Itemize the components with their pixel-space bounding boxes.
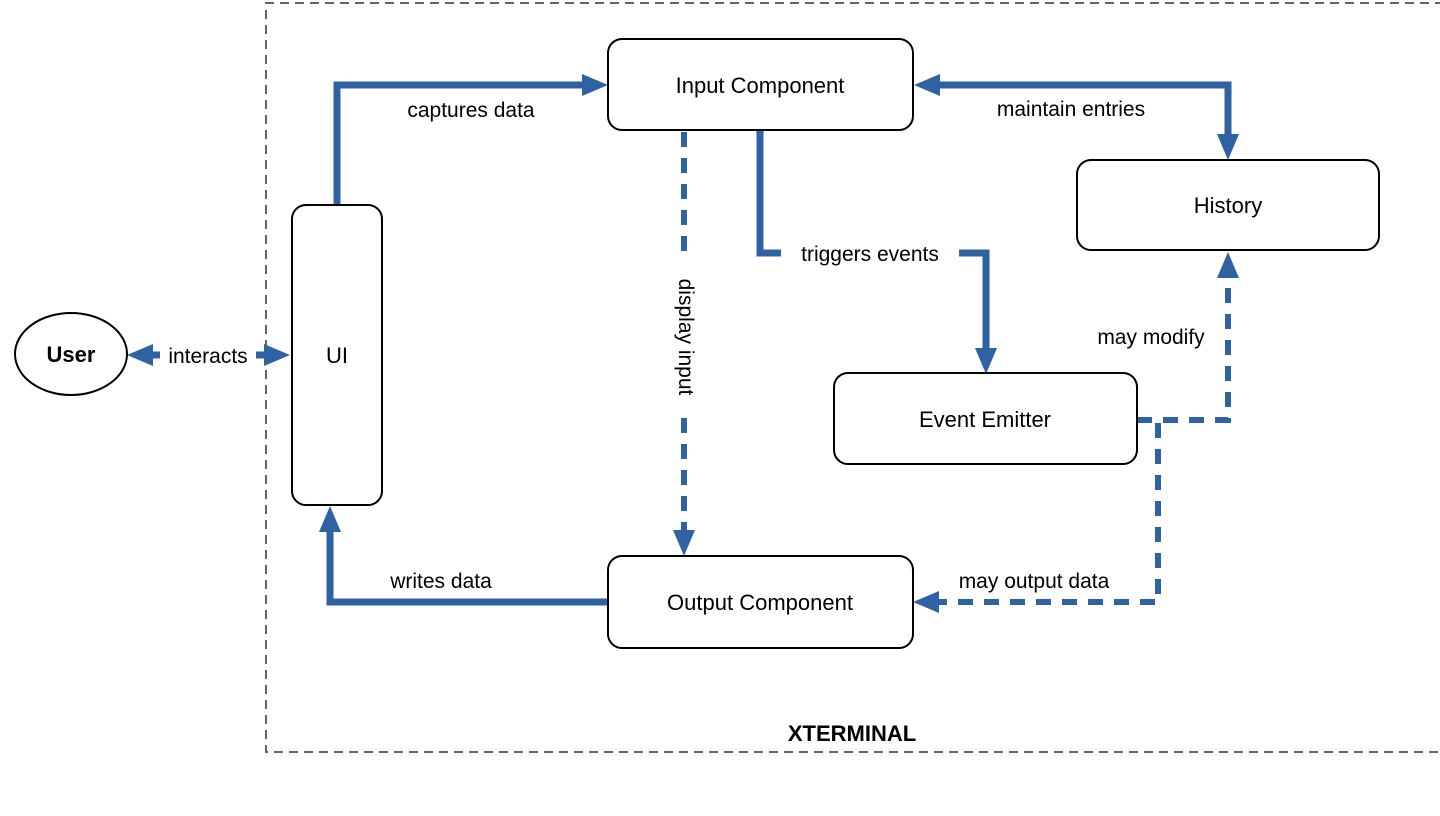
arrowhead-triggers-events — [975, 348, 997, 374]
node-history-shape — [1076, 159, 1380, 251]
edge-interacts-label-bg — [160, 342, 256, 369]
arrowhead-may-output-data — [913, 591, 939, 613]
node-input-component-shape — [607, 38, 914, 131]
arrowhead-maintain-entries-left — [914, 74, 940, 96]
edge-may-output-data-line — [938, 423, 1161, 605]
edge-writes-data-label: writes data — [389, 570, 492, 593]
arrowhead-writes-data — [319, 506, 341, 532]
edge-display-input-label: display input — [674, 279, 697, 396]
edge-may-modify-line — [1137, 277, 1231, 423]
arrowhead-interacts-right — [264, 344, 290, 366]
edge-may-modify: may modify — [1097, 252, 1239, 423]
edge-triggers-events-label-bg — [781, 240, 959, 267]
edge-maintain-entries-label: maintain entries — [997, 98, 1145, 121]
edge-interacts: interacts — [127, 342, 290, 369]
xterminal-boundary — [265, 2, 1440, 753]
node-input-component: Input Component — [607, 38, 914, 131]
edge-writes-data-line — [326, 530, 608, 606]
node-history: History — [1076, 159, 1380, 251]
edge-maintain-entries: maintain entries — [914, 74, 1239, 160]
node-output-component-shape — [607, 555, 914, 649]
arrowhead-interacts-left — [127, 344, 153, 366]
edge-may-modify-label: may modify — [1097, 326, 1205, 349]
edge-maintain-entries-line — [938, 81, 1232, 136]
node-user-shape — [14, 312, 128, 396]
node-ui: UI — [291, 204, 383, 506]
node-history-label: History — [1194, 193, 1262, 218]
node-event-emitter-shape — [833, 372, 1138, 465]
edge-display-input: display input — [657, 132, 697, 556]
edge-interacts-label: interacts — [168, 345, 247, 368]
edge-writes-data: writes data — [319, 506, 608, 606]
node-input-component-label: Input Component — [676, 73, 845, 98]
node-output-component-label: Output Component — [667, 590, 853, 615]
edge-triggers-events: triggers events — [756, 130, 997, 374]
node-ui-label: UI — [326, 343, 348, 368]
node-user-label: User — [47, 342, 96, 367]
edge-may-output-data: may output data — [913, 423, 1161, 613]
arrowhead-display-input — [673, 530, 695, 556]
edge-captures-data-line — [333, 81, 584, 205]
edge-display-input-label-bg — [657, 262, 687, 412]
xterminal-title: XTERMINAL — [788, 721, 916, 746]
edge-may-output-data-label: may output data — [959, 570, 1110, 593]
node-ui-shape — [291, 204, 383, 506]
edge-captures-data-label: captures data — [407, 99, 535, 122]
node-user: User — [14, 312, 128, 396]
node-event-emitter: Event Emitter — [833, 372, 1138, 465]
arrowhead-captures-data — [582, 74, 608, 96]
arrowhead-maintain-entries-down — [1217, 134, 1239, 160]
edge-captures-data: captures data — [333, 74, 608, 205]
edge-triggers-events-label: triggers events — [801, 243, 939, 266]
node-output-component: Output Component — [607, 555, 914, 649]
arrowhead-may-modify — [1217, 252, 1239, 278]
node-event-emitter-label: Event Emitter — [919, 407, 1051, 432]
